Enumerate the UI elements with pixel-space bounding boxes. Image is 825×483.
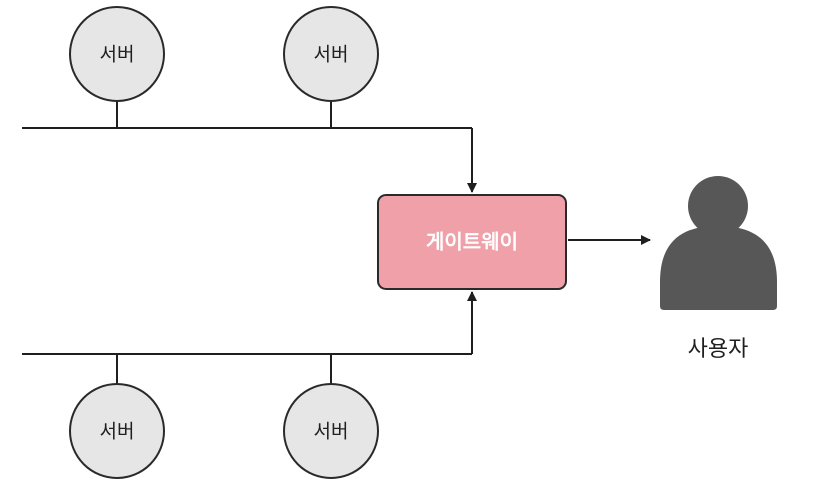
- server-node-top-right: 서버: [283, 6, 379, 102]
- gateway-node: 게이트웨이: [377, 194, 567, 290]
- server-node-bottom-left: 서버: [69, 383, 165, 479]
- user-label: 사용자: [688, 337, 749, 362]
- server-node-bottom-right: 서버: [283, 383, 379, 479]
- gateway-label: 게이트웨이: [426, 230, 518, 254]
- bottom-connector: [22, 291, 477, 384]
- server-label: 서버: [100, 421, 135, 443]
- server-node-top-left: 서버: [69, 6, 165, 102]
- server-label: 서버: [314, 44, 349, 66]
- top-connector: [22, 101, 477, 193]
- server-label: 서버: [314, 421, 349, 443]
- user-icon: [660, 176, 777, 310]
- server-label: 서버: [100, 44, 135, 66]
